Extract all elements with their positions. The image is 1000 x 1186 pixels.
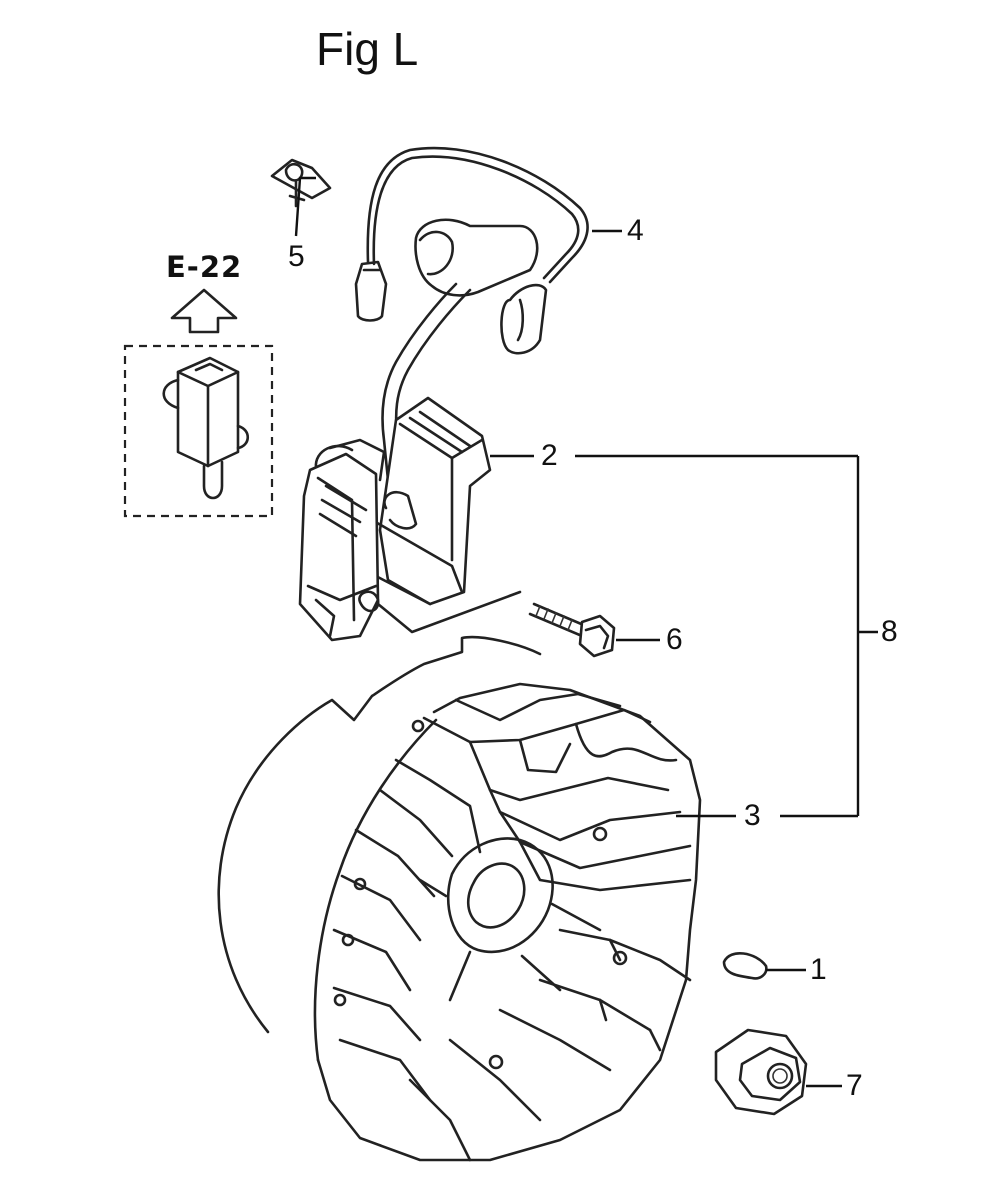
reference-label: E-22	[166, 250, 243, 284]
callout-8: 8	[881, 615, 898, 648]
bolt-part-6	[528, 602, 616, 658]
flywheel-part-3	[217, 635, 702, 1162]
callout-1: 1	[810, 953, 827, 986]
leader-lines	[294, 176, 878, 1088]
nut-part-7	[714, 1028, 808, 1116]
reference-connector-box	[123, 344, 274, 518]
ignition-coil-part-2	[298, 396, 522, 642]
callout-4: 4	[627, 214, 644, 247]
callout-6: 6	[666, 623, 683, 656]
callout-5: 5	[288, 240, 305, 273]
ht-wire-part-4	[354, 146, 589, 502]
reference-arrow-icon	[170, 288, 238, 334]
key-part-1	[722, 952, 768, 980]
callout-2: 2	[541, 439, 558, 472]
clip-part-5	[270, 158, 332, 208]
callout-3: 3	[744, 799, 761, 832]
callout-7: 7	[846, 1069, 863, 1102]
figure-title: Fig L	[316, 23, 419, 75]
